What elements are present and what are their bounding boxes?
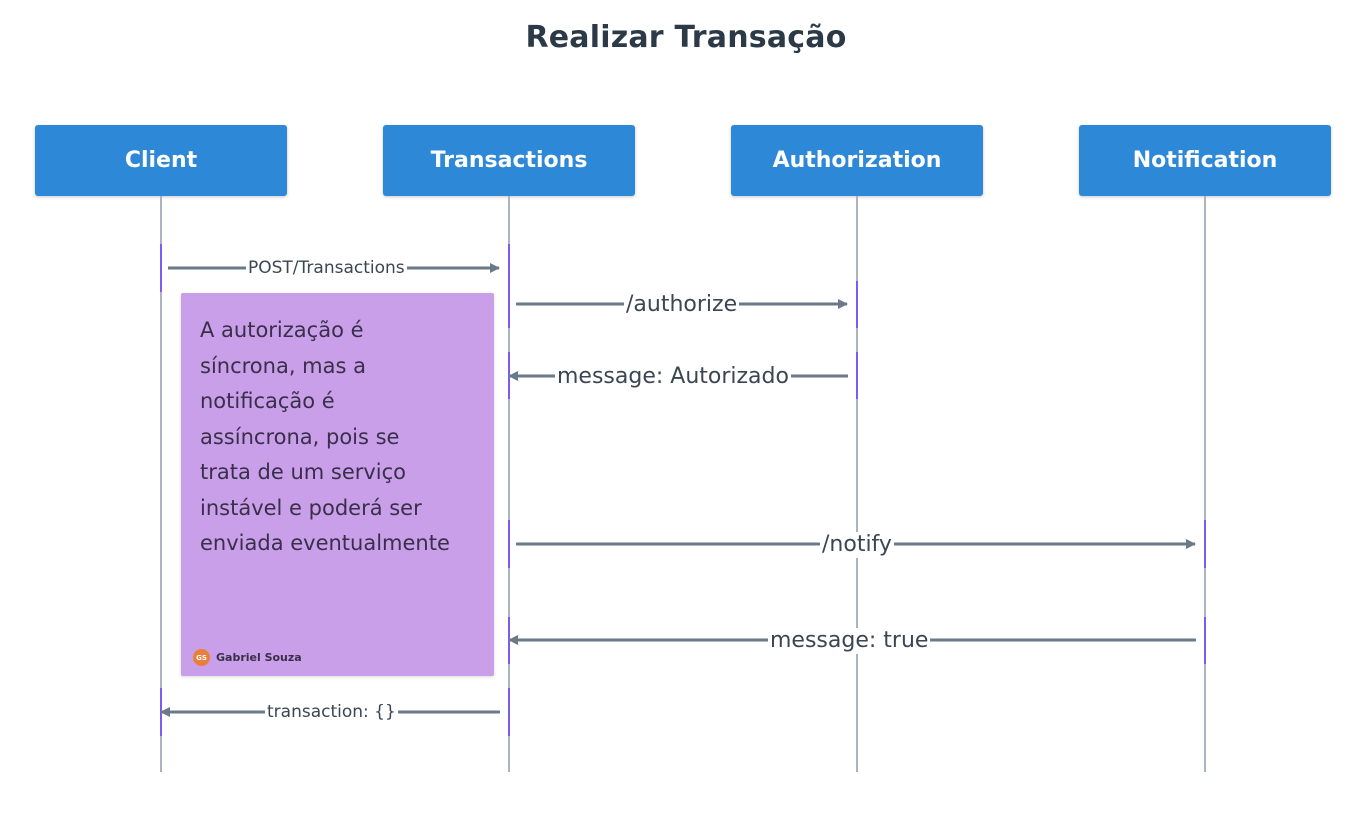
- note-author: GS Gabriel Souza: [193, 649, 302, 666]
- activation-authorization-request: [856, 281, 858, 328]
- avatar: GS: [193, 649, 210, 666]
- activation-notification-response: [1204, 617, 1206, 664]
- activation-transactions-request: [508, 244, 510, 328]
- diagram-title: Realizar Transação: [525, 20, 847, 55]
- sticky-note[interactable]: A autorização é síncrona, mas a notifica…: [181, 293, 494, 676]
- lifeline-client: [160, 196, 162, 772]
- activation-client-request: [160, 244, 162, 292]
- message-label-true: message: true: [768, 628, 931, 654]
- actor-transactions[interactable]: Transactions: [383, 125, 635, 196]
- activation-transactions-notify: [508, 520, 510, 568]
- actor-authorization[interactable]: Authorization: [731, 125, 983, 196]
- actor-client[interactable]: Client: [35, 125, 287, 196]
- actor-notification[interactable]: Notification: [1079, 125, 1331, 196]
- activation-authorization-response: [856, 352, 858, 399]
- note-text: A autorização é síncrona, mas a notifica…: [200, 318, 450, 555]
- lifeline-notification: [1204, 196, 1206, 772]
- lifeline-authorization: [856, 196, 858, 772]
- message-label-notify: /notify: [820, 532, 894, 558]
- message-label-transaction-result: transaction: {}: [265, 702, 398, 723]
- message-label-autorizado: message: Autorizado: [555, 364, 791, 390]
- message-label-authorize: /authorize: [624, 292, 740, 318]
- message-label-post-transactions: POST/Transactions: [246, 258, 407, 279]
- lifeline-transactions: [508, 196, 510, 772]
- activation-transactions-response: [508, 688, 510, 736]
- author-name: Gabriel Souza: [216, 651, 302, 664]
- activation-notification-notify: [1204, 520, 1206, 568]
